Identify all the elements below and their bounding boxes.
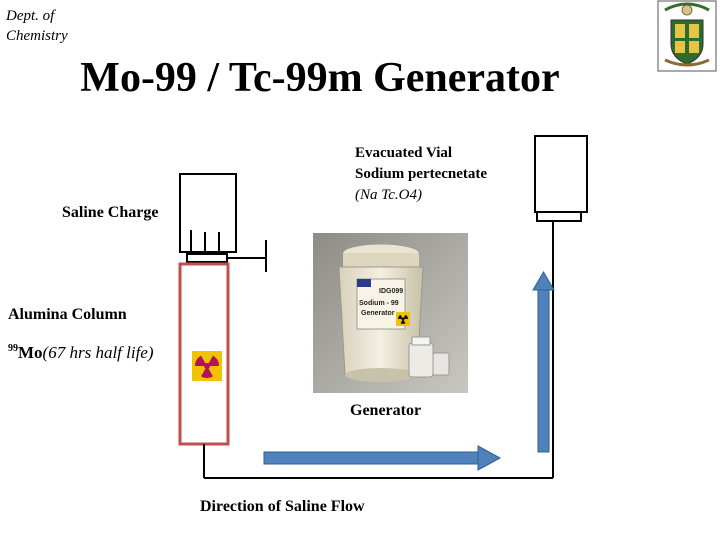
saline-needle-cap <box>186 253 228 263</box>
vial-label-line-3: (Na Tc.O4) <box>355 187 422 203</box>
mo-halflife: (67 hrs half life) <box>42 343 154 362</box>
saline-vial <box>179 173 237 253</box>
flow-direction-label: Direction of Saline Flow <box>200 498 365 515</box>
flow-arrow-vertical <box>532 271 555 453</box>
photo-label-3: Generator <box>361 310 395 317</box>
vial-label-line-1: Evacuated Vial <box>355 145 453 161</box>
photo-label-1: IDG099 <box>379 288 403 295</box>
vial-label-line-2: Sodium pertecnetate <box>355 166 488 182</box>
university-crest-logo <box>657 0 717 72</box>
flow-arrow-horizontal <box>263 445 502 471</box>
photo-radiation-icon <box>396 312 410 326</box>
mo-symbol: Mo <box>18 343 43 362</box>
mo-mass-number: 99 <box>8 343 18 354</box>
photo-label-2: Sodium - 99 <box>359 300 399 307</box>
generator-label: Generator <box>350 402 422 419</box>
radiation-icon <box>192 351 222 381</box>
generator-photo: IDG099 Sodium - 99 Generator <box>313 233 468 393</box>
alumina-column-label: Alumina Column <box>8 306 127 323</box>
slide-title: Mo-99 / Tc-99m Generator <box>80 55 560 101</box>
dept-line-2: Chemistry <box>6 28 68 44</box>
molybdenum-label: 99Mo(67 hrs half life) <box>8 343 154 363</box>
evacuated-vial-cap <box>536 211 582 222</box>
evacuated-vial-label: Evacuated Vial Sodium pertecnetate (Na T… <box>355 143 555 206</box>
saline-charge-label: Saline Charge <box>62 204 159 221</box>
dept-line-1: Dept. of <box>6 8 55 24</box>
department-label: Dept. of Chemistry <box>6 6 116 46</box>
